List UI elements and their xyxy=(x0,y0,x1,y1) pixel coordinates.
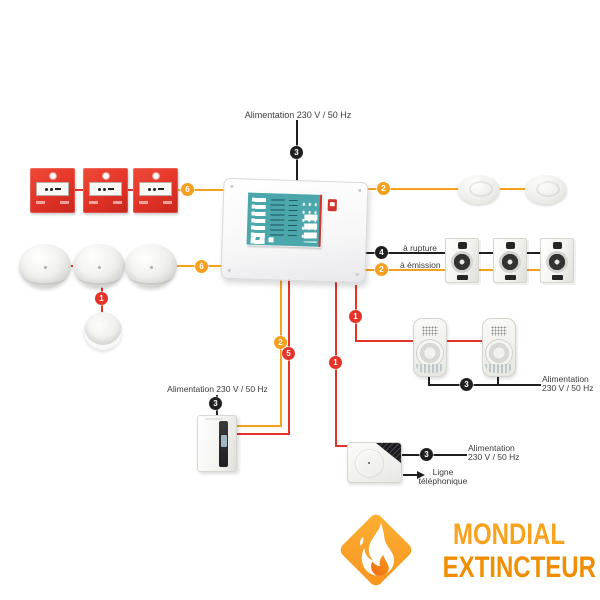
arrow-right-icon xyxy=(417,470,425,479)
wiring-badge-transmitter: 1 xyxy=(329,356,342,369)
dome-detector xyxy=(525,175,567,204)
wiring-badge-call-points: 6 xyxy=(181,183,194,196)
wiring-badge-sounders: 1 xyxy=(349,310,362,323)
flame-icon xyxy=(48,172,57,180)
manual-call-point xyxy=(133,168,178,213)
panel-display xyxy=(246,192,323,247)
wire-transmitter-power xyxy=(402,454,467,456)
label-panel-power: Alimentation 230 V / 50 Hz xyxy=(244,110,352,120)
wiring-badge-detectors: 6 xyxy=(195,260,208,273)
wire-sounders-power xyxy=(428,384,541,386)
dome-detector xyxy=(458,175,500,204)
wire-phone-line xyxy=(403,474,417,476)
wiring-badge-rupture: 4 xyxy=(375,246,388,259)
label-psu-power: Alimentation 230 V / 50 Hz xyxy=(167,384,268,394)
flame-icon xyxy=(151,172,160,180)
door-holder-magnet xyxy=(540,238,574,283)
manual-call-point xyxy=(30,168,75,213)
wiring-badge-transmitter-power: 3 xyxy=(420,448,433,461)
wall-sounder xyxy=(482,318,516,377)
power-supply-unit xyxy=(197,415,237,472)
smoke-detector xyxy=(125,244,177,288)
label-transmitter-power-2: 230 V / 50 Hz xyxy=(468,452,520,462)
wire-sounder1-power-drop xyxy=(428,377,430,386)
manual-call-point xyxy=(83,168,128,213)
label-transmitter-power-1: Alimentation xyxy=(468,443,515,453)
panel-brand-mark xyxy=(327,199,338,212)
control-panel xyxy=(220,177,369,284)
logo-word-mondial: MONDIAL xyxy=(453,518,565,551)
remote-indicator xyxy=(84,312,122,350)
panel-display-red-stripe xyxy=(318,194,323,247)
panel-buttons xyxy=(250,236,277,243)
panel-display-boxes xyxy=(303,214,318,243)
wiring-badge-psu-orange: 2 xyxy=(274,336,287,349)
wire-psu-orange-vertical xyxy=(280,272,282,427)
panel-display-rows xyxy=(287,199,298,239)
wiring-badge-psu-power: 3 xyxy=(209,397,222,410)
wire-psu-orange-horizontal xyxy=(237,425,282,427)
wiring-badge-indicator: 1 xyxy=(95,292,108,305)
wire-heat-detectors xyxy=(364,188,550,190)
flame-icon xyxy=(101,172,110,180)
wiring-badge-sounders-power: 3 xyxy=(460,378,473,391)
wiring-badge-emission: 2 xyxy=(375,263,388,276)
smoke-detector xyxy=(73,244,125,288)
wire-call-points-to-panel xyxy=(175,189,228,191)
wire-detectors-to-panel xyxy=(150,265,230,267)
door-holder-magnet xyxy=(493,238,527,283)
wiring-badge-psu-red: 5 xyxy=(282,347,295,360)
telephone-transmitter xyxy=(347,442,402,483)
wire-sounder2-power-drop xyxy=(497,377,499,386)
label-sounders-power-2: 230 V / 50 Hz xyxy=(542,383,594,393)
label-a-emission: à émission xyxy=(400,260,441,270)
door-holder-magnet xyxy=(445,238,479,283)
logo-wordmark: MONDIAL EXTINCTEUR xyxy=(426,518,596,584)
label-a-rupture: à rupture xyxy=(403,243,438,253)
panel-display-rows xyxy=(269,199,285,238)
wire-psu-red-horizontal xyxy=(237,433,290,435)
wiring-badge-heat-detectors: 2 xyxy=(377,182,390,195)
wire-transmitter-horizontal xyxy=(335,445,349,447)
logo-word-extincteur: EXTINCTEUR xyxy=(442,551,596,584)
label-phone-line-2: téléphonique xyxy=(418,476,468,486)
wiring-badge-panel-power: 3 xyxy=(290,146,303,159)
flame-icon xyxy=(360,523,395,576)
smoke-detector xyxy=(19,244,71,288)
label-phone-line-1: Ligne xyxy=(432,467,454,477)
label-sounders-power-1: Alimentation xyxy=(542,374,589,384)
wall-sounder xyxy=(413,318,447,377)
